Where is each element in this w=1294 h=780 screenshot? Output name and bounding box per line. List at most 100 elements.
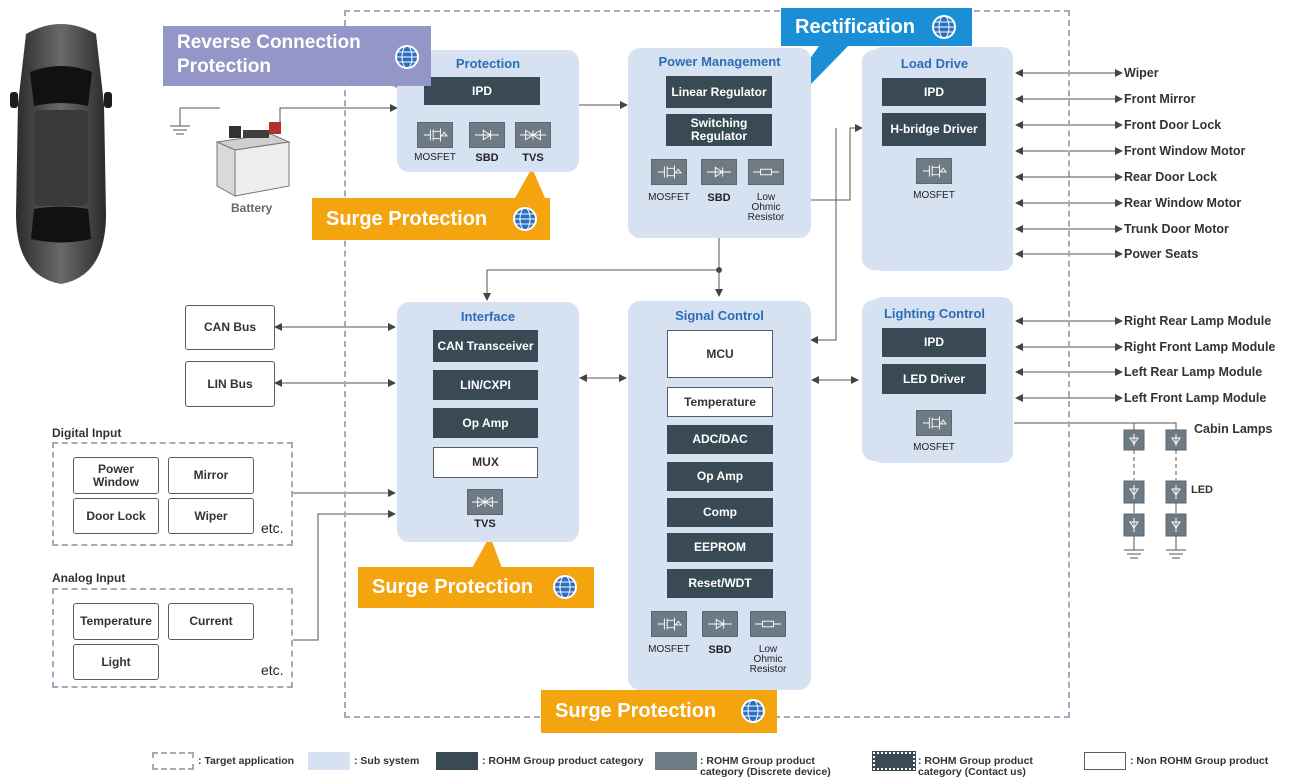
surge-protection-callout-3[interactable]: Surge Protection — [541, 690, 777, 733]
reset-wdt[interactable]: Reset/WDT — [667, 569, 773, 598]
output-rear-door-lock: Rear Door Lock — [1124, 170, 1218, 184]
digital-input-title: Digital Input — [52, 426, 122, 440]
signal-mosfet-label: MOSFET — [648, 644, 690, 655]
lin-cxpi[interactable]: LIN/CXPI — [433, 370, 538, 400]
legend-sub-swatch — [308, 752, 350, 770]
legend-target: : Target application — [198, 755, 295, 767]
mosfet-icon[interactable] — [651, 611, 687, 637]
globe-icon[interactable] — [394, 44, 420, 70]
power-management-title: Power Management — [658, 54, 781, 69]
mcu[interactable]: MCU — [667, 330, 773, 378]
globe-icon[interactable] — [512, 206, 538, 232]
interface-subsystem: Interface CAN Transceiver LIN/CXPI Op Am… — [397, 302, 579, 542]
surge-protection-text-3: Surge Protection — [555, 700, 717, 722]
output-right-rear-lamp: Right Rear Lamp Module — [1124, 314, 1272, 328]
digital-mirror[interactable]: Mirror — [168, 457, 254, 494]
mux[interactable]: MUX — [433, 447, 538, 478]
legend-contact-swatch — [872, 751, 916, 771]
globe-icon[interactable] — [552, 574, 578, 600]
can-transceiver[interactable]: CAN Transceiver — [433, 330, 538, 362]
power-mosfet-label: MOSFET — [648, 192, 690, 203]
power-resistor-label: Low Ohmic Resistor — [747, 192, 785, 223]
legend-target-swatch — [152, 752, 194, 770]
lighting-mosfet-label: MOSFET — [913, 442, 955, 453]
tvs-icon[interactable] — [467, 489, 503, 515]
lighting-control-subsystem: Lighting Control IPD LED Driver MOSFET — [862, 300, 1007, 461]
legend-non-rohm-swatch — [1084, 752, 1126, 770]
protection-title: Protection — [455, 56, 521, 71]
reverse-connection-callout[interactable]: Reverse Connection Protection — [163, 26, 431, 86]
output-front-mirror: Front Mirror — [1124, 92, 1196, 106]
cabin-lamps-label: Cabin Lamps — [1194, 422, 1273, 436]
sbd-icon[interactable] — [469, 122, 505, 148]
reverse-connection-text: Reverse Connection Protection — [177, 32, 361, 77]
globe-icon[interactable] — [740, 698, 766, 724]
output-power-seats: Power Seats — [1124, 247, 1199, 261]
digital-wiper[interactable]: Wiper — [168, 498, 254, 534]
output-trunk-door-motor: Trunk Door Motor — [1124, 222, 1229, 236]
interface-tvs-label: TVS — [474, 518, 496, 530]
digital-power-window[interactable]: Power Window — [73, 457, 159, 494]
load-drive-ipd[interactable]: IPD — [882, 78, 986, 106]
resistor-icon[interactable] — [750, 611, 786, 637]
led-label: LED — [1191, 484, 1213, 496]
protection-mosfet-label: MOSFET — [414, 152, 456, 163]
analog-current[interactable]: Current — [168, 603, 254, 640]
analog-input-group — [52, 588, 293, 688]
signal-sbd-label: SBD — [708, 644, 732, 656]
digital-door-lock[interactable]: Door Lock — [73, 498, 159, 534]
load-drive-title: Load Drive — [900, 56, 969, 71]
rectification-text: Rectification — [795, 15, 916, 38]
lighting-ipd[interactable]: IPD — [882, 328, 986, 357]
battery-label: Battery — [231, 201, 273, 215]
comp[interactable]: Comp — [667, 498, 773, 527]
lin-bus[interactable]: LIN Bus — [185, 361, 275, 407]
car-image — [10, 24, 112, 284]
legend-contact: : ROHM Group product category (Contact u… — [918, 755, 1033, 778]
can-bus[interactable]: CAN Bus — [185, 305, 275, 350]
load-mosfet-label: MOSFET — [913, 190, 955, 201]
legend-non-rohm: : Non ROHM Group product — [1130, 755, 1269, 767]
mosfet-icon[interactable] — [916, 158, 952, 184]
temperature-sensor[interactable]: Temperature — [667, 387, 773, 417]
mosfet-icon[interactable] — [916, 410, 952, 436]
mosfet-icon[interactable] — [417, 122, 453, 148]
signal-control-subsystem: Signal Control MCU Temperature ADC/DAC O… — [628, 301, 811, 690]
tvs-icon[interactable] — [515, 122, 551, 148]
sbd-icon[interactable] — [701, 159, 737, 185]
rectification-callout[interactable]: Rectification — [781, 8, 972, 46]
hbridge-driver[interactable]: H-bridge Driver — [882, 113, 986, 146]
interface-op-amp[interactable]: Op Amp — [433, 408, 538, 438]
digital-etc: etc. — [261, 520, 284, 536]
led-driver[interactable]: LED Driver — [882, 364, 986, 394]
output-rear-window-motor: Rear Window Motor — [1124, 196, 1242, 210]
eeprom[interactable]: EEPROM — [667, 533, 773, 562]
surge-protection-callout-2[interactable]: Surge Protection — [358, 567, 594, 608]
sbd-icon[interactable] — [702, 611, 738, 637]
legend-discrete-swatch — [655, 752, 697, 770]
lighting-control-title: Lighting Control — [883, 306, 986, 321]
analog-temperature[interactable]: Temperature — [73, 603, 159, 640]
protection-tvs-label: TVS — [522, 152, 544, 164]
linear-regulator[interactable]: Linear Regulator — [666, 76, 772, 108]
output-left-rear-lamp: Left Rear Lamp Module — [1124, 365, 1263, 379]
output-left-front-lamp: Left Front Lamp Module — [1124, 391, 1267, 405]
signal-op-amp[interactable]: Op Amp — [667, 462, 773, 491]
analog-light[interactable]: Light — [73, 644, 159, 680]
output-front-window-motor: Front Window Motor — [1124, 144, 1246, 158]
surge-protection-callout-1[interactable]: Surge Protection — [312, 198, 550, 240]
adc-dac[interactable]: ADC/DAC — [667, 425, 773, 454]
protection-sbd-label: SBD — [475, 152, 499, 164]
legend-discrete: : ROHM Group product category (Discrete … — [700, 755, 831, 778]
power-management-subsystem: Power Management Linear Regulator Switch… — [628, 48, 811, 238]
switching-regulator[interactable]: Switching Regulator — [666, 114, 772, 146]
power-sbd-label: SBD — [707, 192, 731, 204]
surge-protection-text-2: Surge Protection — [372, 576, 534, 598]
output-wiper: Wiper — [1124, 66, 1159, 80]
mosfet-icon[interactable] — [651, 159, 687, 185]
resistor-icon[interactable] — [748, 159, 784, 185]
analog-input-title: Analog Input — [52, 571, 126, 585]
globe-icon[interactable] — [931, 14, 957, 40]
digital-input-group — [52, 442, 293, 546]
protection-ipd[interactable]: IPD — [424, 77, 540, 105]
